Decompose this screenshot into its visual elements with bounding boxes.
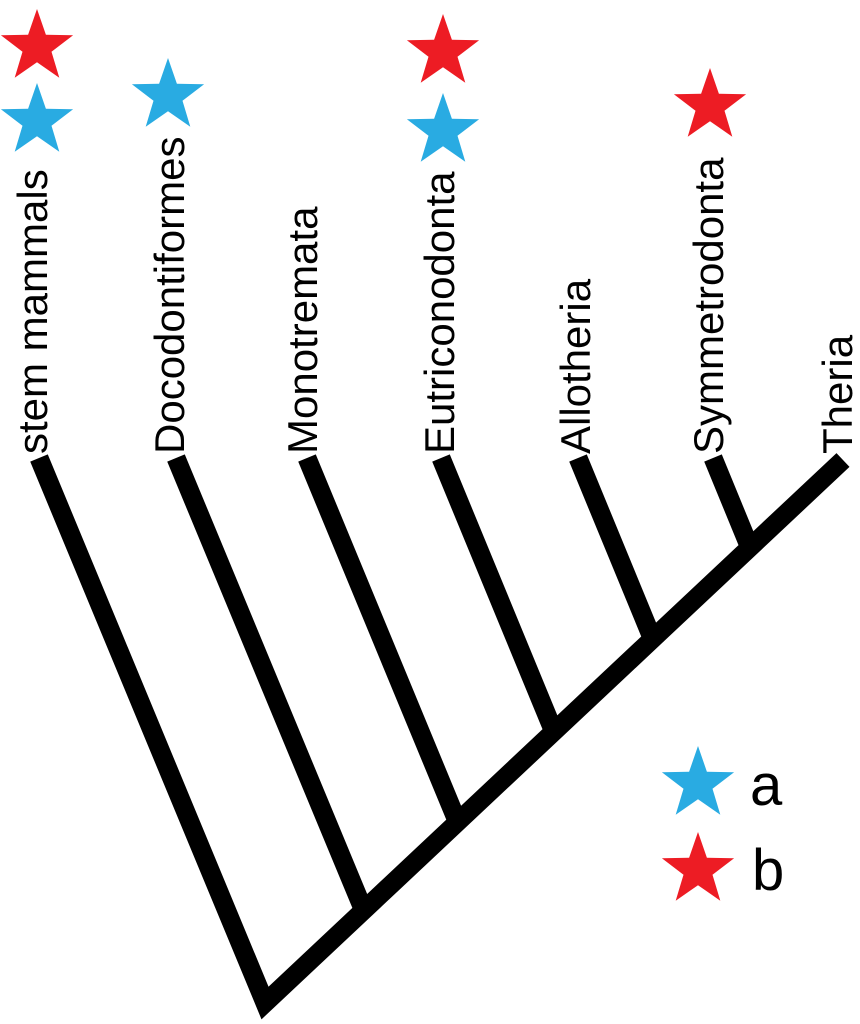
taxon-label-allotheria: Allotheria: [552, 278, 599, 454]
star-shape: [0, 83, 74, 152]
taxon-label-symmetrodonta: Symmetrodonta: [685, 157, 732, 454]
star-blue-icon-docodontiformes: [131, 58, 205, 127]
legend-star-red-icon: [661, 832, 735, 901]
star-blue-icon-stem-mammals: [0, 83, 74, 152]
branch-eutriconodonta: [432, 454, 565, 741]
taxon-label-eutriconodonta: Eutriconodonta: [416, 171, 463, 454]
branch-allotheria: [569, 454, 664, 649]
legend-label-b: b: [752, 838, 785, 903]
star-red-icon-symmetrodonta: [673, 68, 747, 137]
star-shape: [406, 93, 480, 162]
star-shape: [0, 9, 74, 78]
legend-label-a: a: [750, 753, 783, 818]
star-shape: [661, 746, 735, 815]
star-shape: [406, 14, 480, 83]
tree-backbone-and-stem-branch: [30, 453, 850, 1020]
star-shape: [131, 58, 205, 127]
star-blue-icon-eutriconodonta: [406, 93, 480, 162]
branch-docodontiformes: [167, 454, 375, 920]
taxon-label-docodontiformes: Docodontiformes: [146, 136, 193, 454]
taxon-label-stem-mammals: stem mammals: [9, 169, 56, 454]
branch-monotremata: [298, 454, 469, 832]
star-shape: [661, 832, 735, 901]
taxon-label-theria: Theria: [814, 334, 860, 454]
taxon-label-monotremata: Monotremata: [279, 206, 326, 454]
tree-branches: [30, 453, 850, 1020]
star-red-icon-stem-mammals: [0, 9, 74, 78]
branch-symmetrodonta: [704, 454, 761, 557]
legend-star-blue-icon: [661, 746, 735, 815]
star-red-icon-eutriconodonta: [406, 14, 480, 83]
star-shape: [673, 68, 747, 137]
